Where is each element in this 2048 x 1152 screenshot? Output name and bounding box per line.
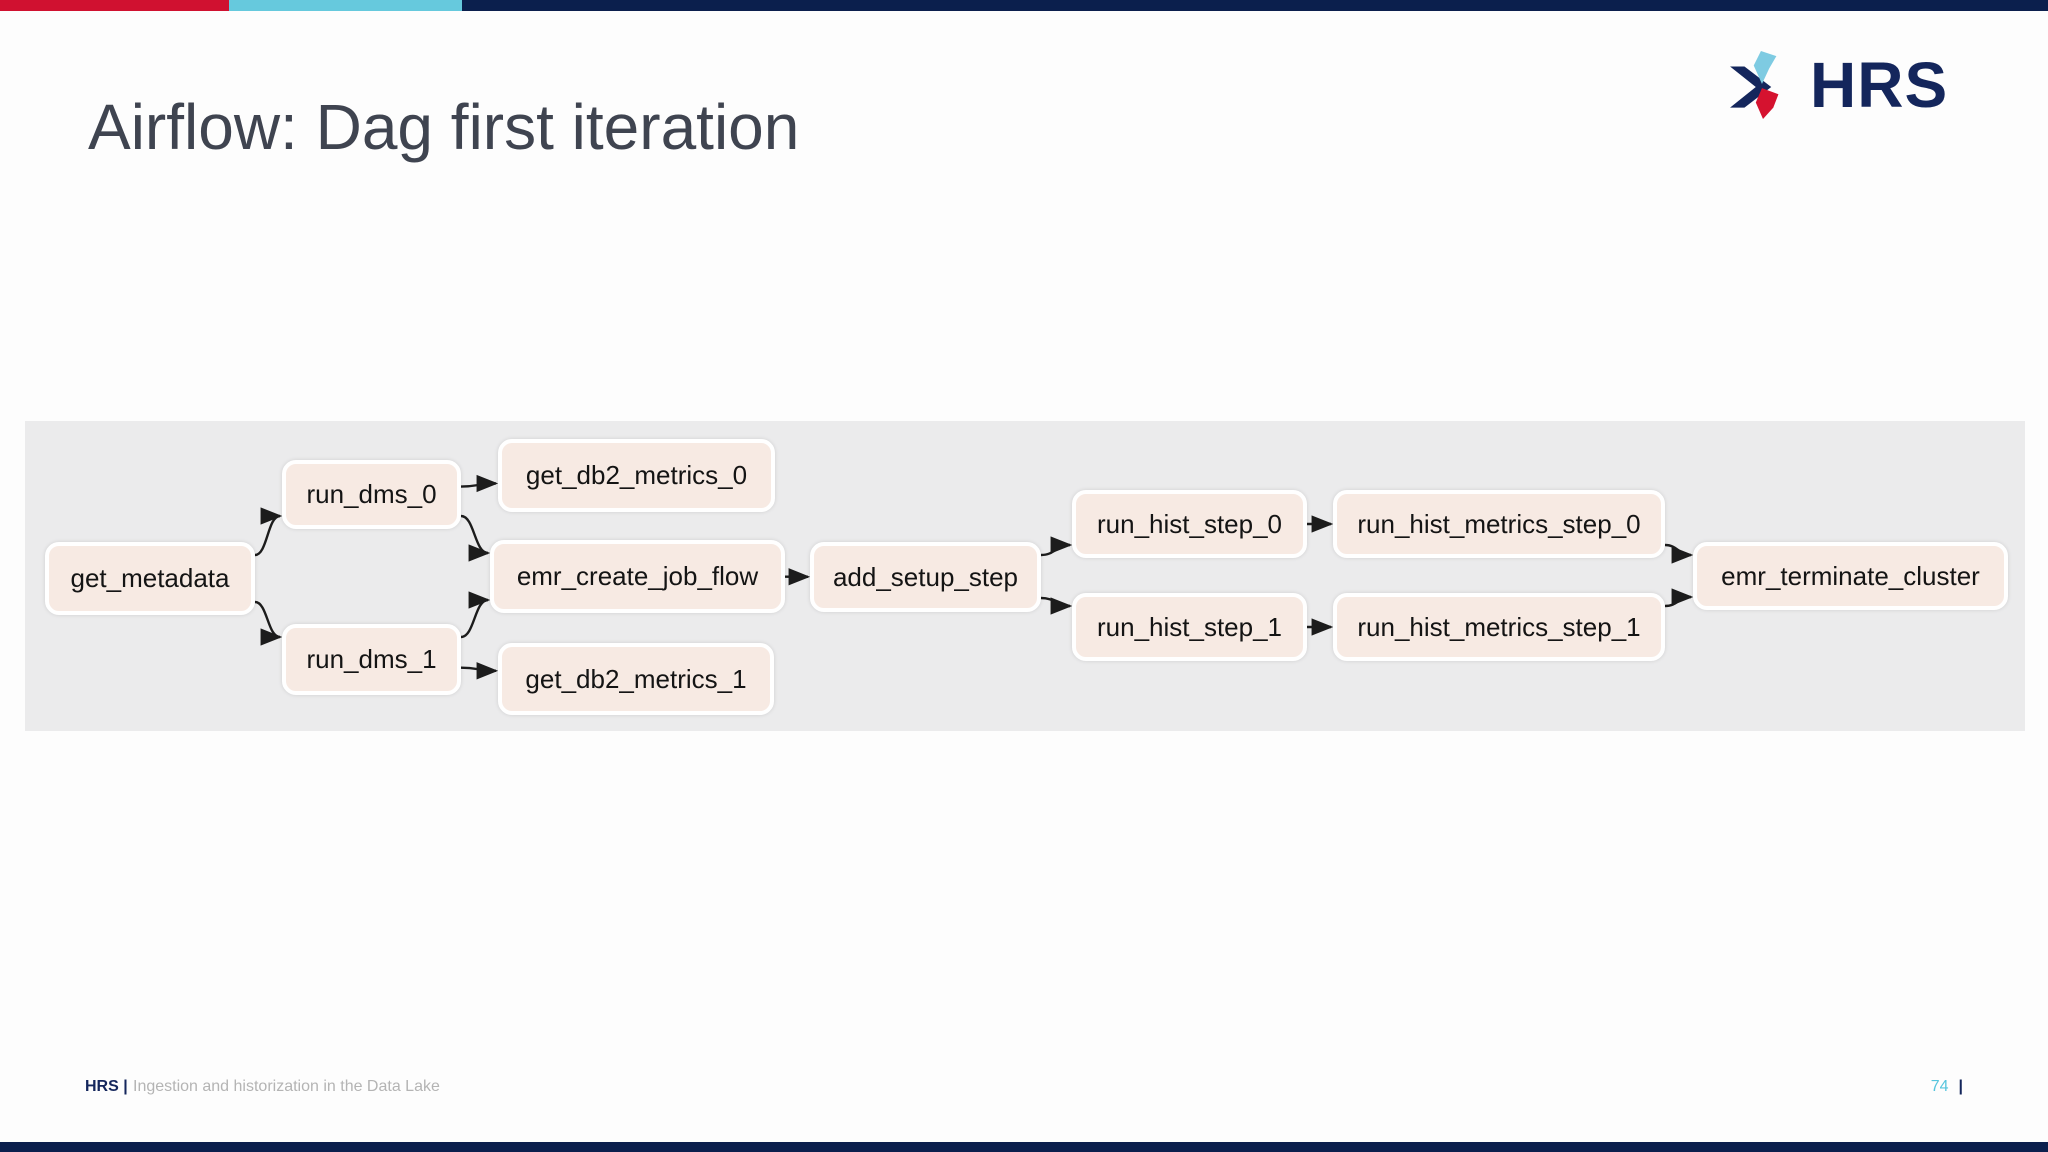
footer-brand: HRS | — [85, 1078, 128, 1095]
footer-subtitle: Ingestion and historization in the Data … — [133, 1078, 440, 1095]
top-bar-red-segment — [0, 0, 229, 11]
dag-edge-run_dms_0-to-get_db2_metrics_0 — [460, 474, 499, 493]
dag-edge-run_hist_metrics_step_0-to-emr_terminate_cluster — [1664, 543, 1694, 564]
dag-node-add_setup_step: add_setup_step — [810, 542, 1041, 612]
slide-footer: HRS | Ingestion and historization in the… — [0, 1078, 2048, 1102]
dag-node-emr_terminate_cluster: emr_terminate_cluster — [1693, 542, 2008, 610]
page-number: 74 — [1930, 1078, 1949, 1095]
dag-node-get_db2_metrics_0: get_db2_metrics_0 — [498, 439, 775, 512]
dag-edge-get_metadata-to-run_dms_1 — [254, 600, 283, 646]
dag-edge-run_dms_1-to-get_db2_metrics_1 — [460, 662, 499, 680]
dag-node-run_dms_1: run_dms_1 — [282, 624, 461, 695]
top-bar-cyan-segment — [229, 0, 462, 11]
dag-node-run_hist_metrics_step_0: run_hist_metrics_step_0 — [1333, 490, 1665, 558]
top-accent-bar — [0, 0, 2048, 11]
dag-edge-get_metadata-to-run_dms_0 — [254, 507, 283, 557]
hrs-star-icon — [1730, 51, 1779, 119]
dag-edge-run_dms_1-to-emr_create_job_flow — [460, 591, 491, 639]
dag-edge-add_setup_step-to-run_hist_step_1 — [1040, 596, 1073, 615]
dag-node-get_db2_metrics_1: get_db2_metrics_1 — [498, 643, 774, 715]
dag-node-run_hist_step_1: run_hist_step_1 — [1072, 593, 1307, 661]
dag-node-get_metadata: get_metadata — [45, 542, 255, 615]
hrs-logo-text: HRS — [1810, 49, 1949, 121]
dag-node-run_dms_0: run_dms_0 — [282, 460, 461, 529]
hrs-logo: HRS — [1730, 50, 1948, 120]
top-bar-navy-segment — [462, 0, 2048, 11]
dag-edge-run_dms_0-to-emr_create_job_flow — [460, 514, 491, 562]
slide-title: Airflow: Dag first iteration — [88, 90, 800, 163]
page-divider: | — [1958, 1078, 1963, 1095]
dag-node-emr_create_job_flow: emr_create_job_flow — [490, 540, 785, 613]
dag-edge-add_setup_step-to-run_hist_step_0 — [1040, 536, 1073, 557]
dag-edge-run_hist_metrics_step_1-to-emr_terminate_cluster — [1664, 588, 1694, 608]
dag-node-run_hist_step_0: run_hist_step_0 — [1072, 490, 1307, 558]
dag-edges-layer — [254, 474, 1694, 680]
dag-node-run_hist_metrics_step_1: run_hist_metrics_step_1 — [1333, 593, 1665, 661]
bottom-accent-bar — [0, 1142, 2048, 1152]
footer-page-area: 74 | — [1931, 1078, 1963, 1096]
